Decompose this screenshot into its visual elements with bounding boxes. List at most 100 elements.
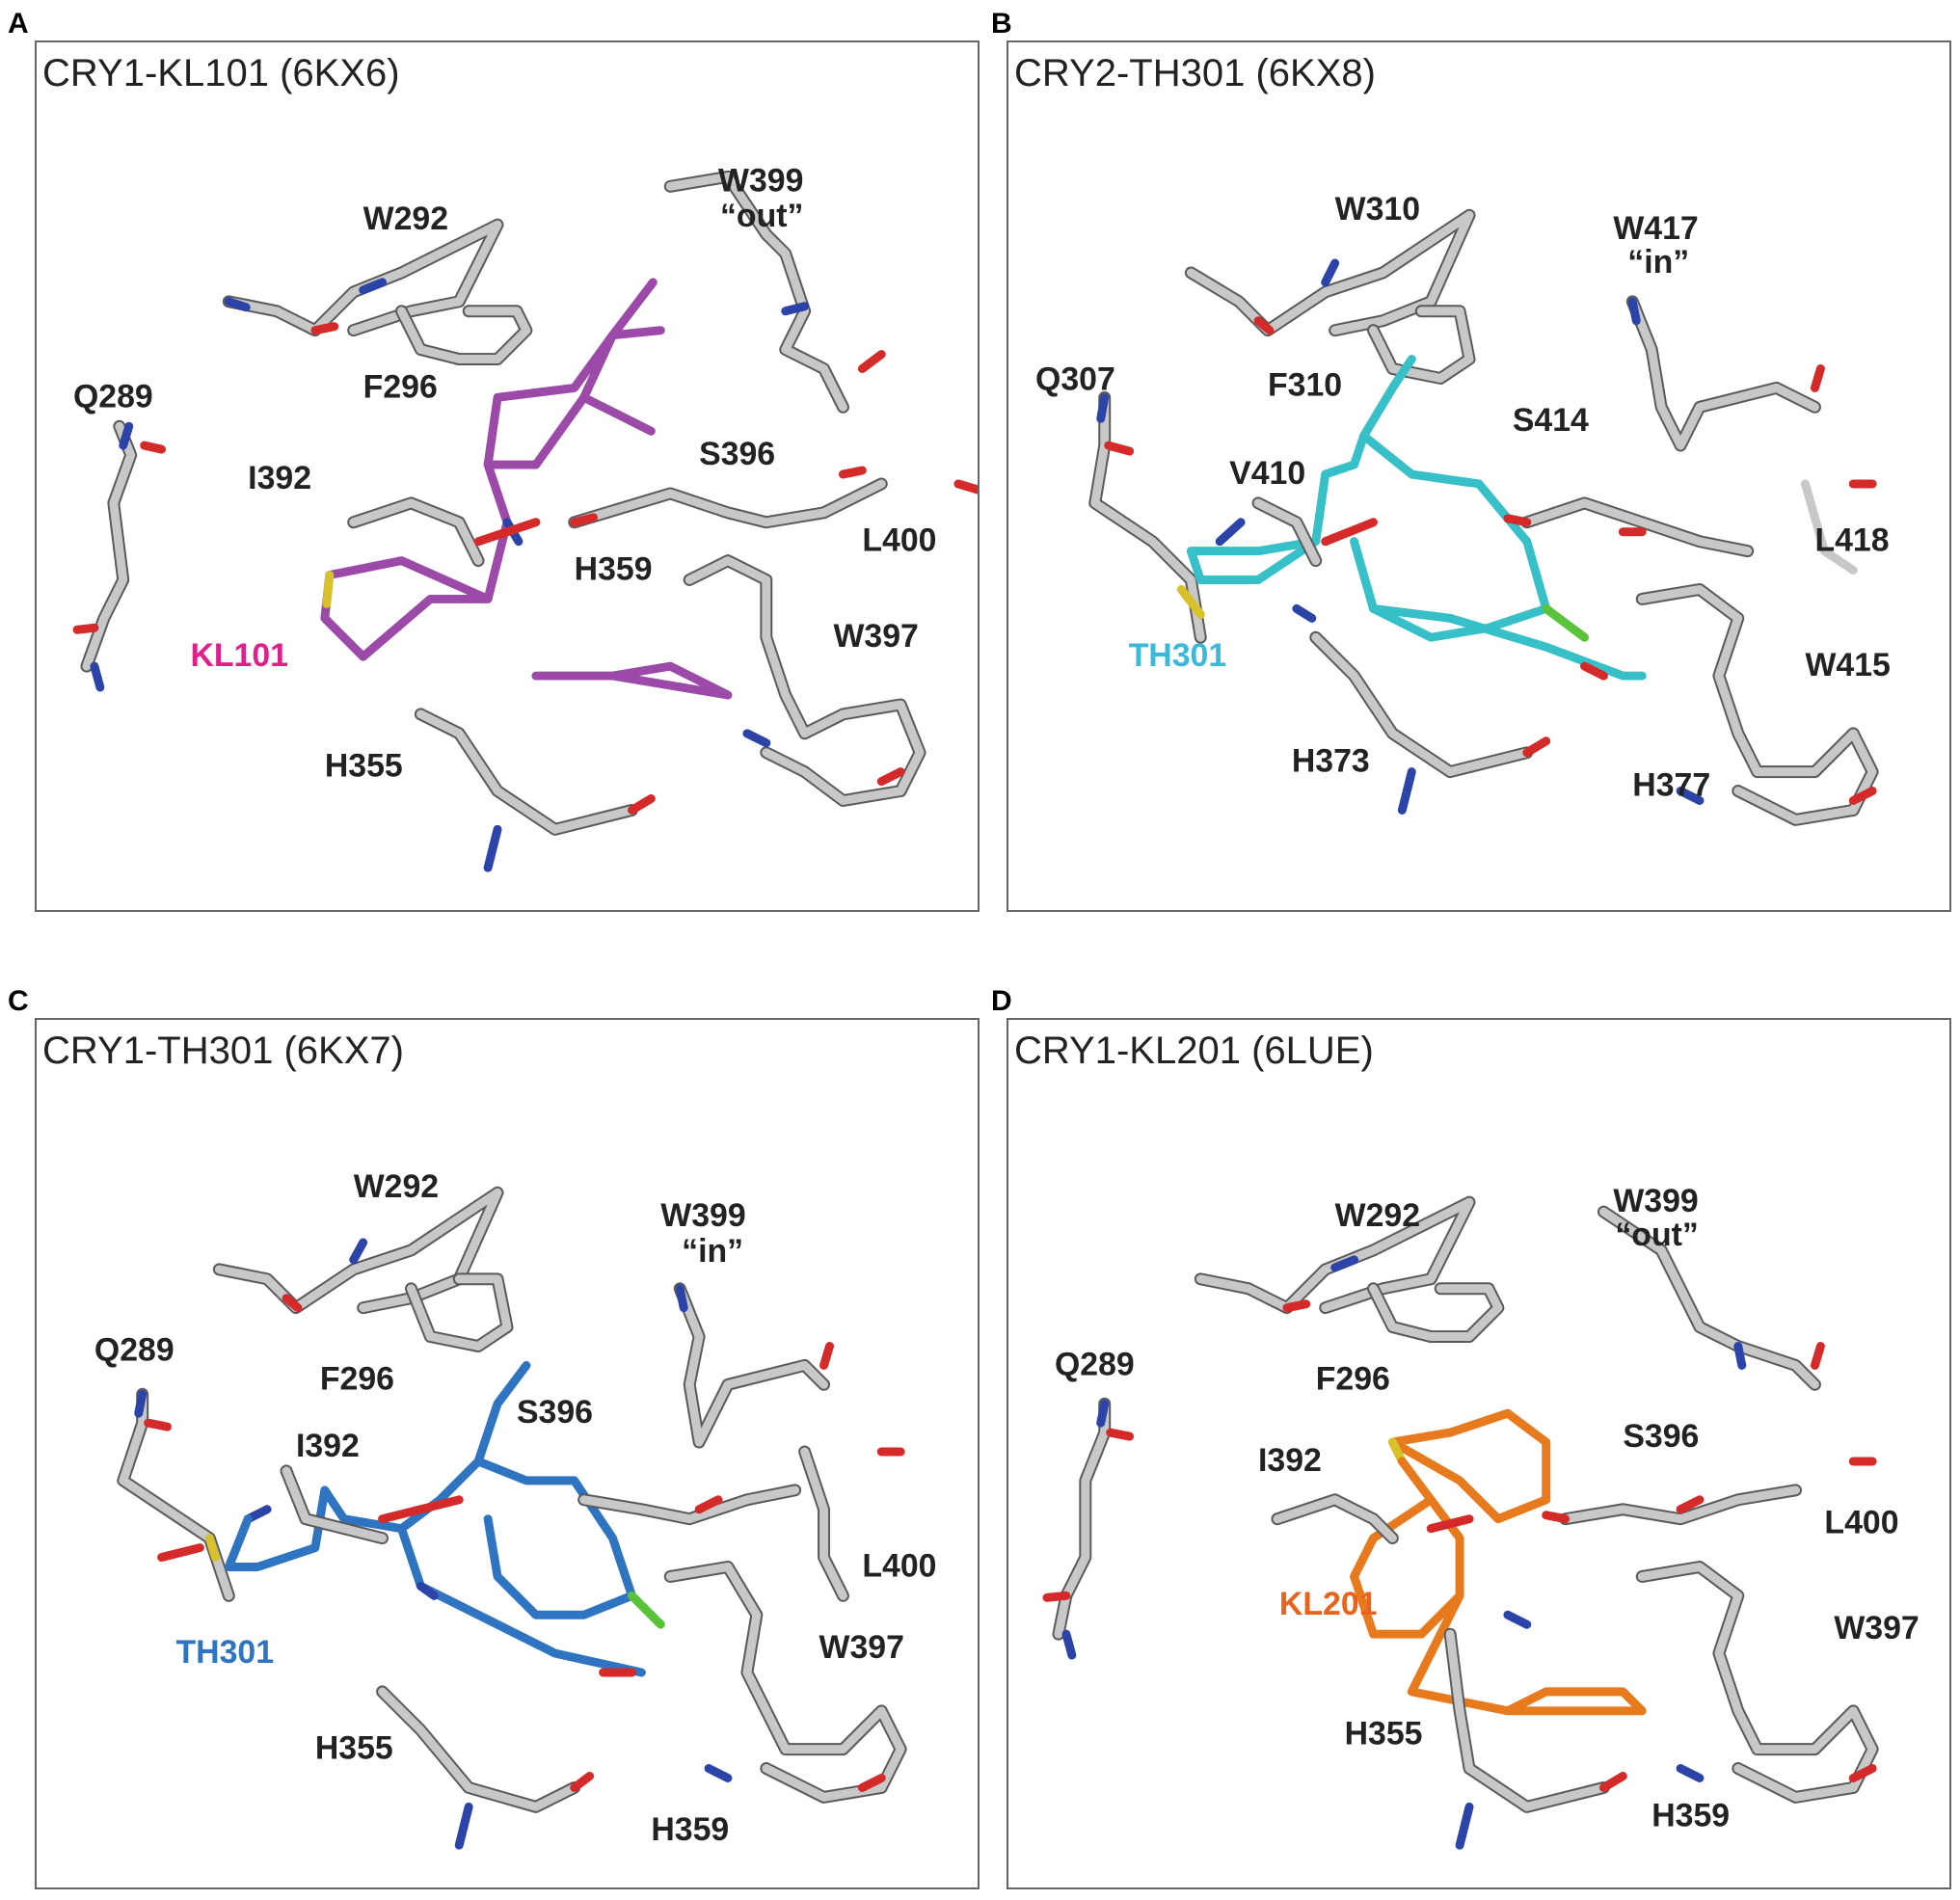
label-w417-state: “in”: [1627, 244, 1689, 281]
panel-a: CRY1-KL101 (6KX6): [35, 40, 980, 912]
residue-s396-sticks: [568, 466, 978, 529]
label-s396: S396: [699, 436, 775, 472]
label-l418: L418: [1814, 522, 1889, 559]
label-h355: H355: [325, 748, 403, 785]
label-i392: I392: [1258, 1442, 1322, 1479]
residue-q289-sticks: [72, 419, 167, 692]
residue-i392-sticks: [1271, 1493, 1474, 1545]
residue-h377-w415-sticks: [1635, 479, 1879, 826]
label-h355: H355: [315, 1730, 393, 1767]
panel-a-letter: A: [8, 8, 29, 40]
label-w399-state: “in”: [682, 1233, 743, 1270]
label-q289: Q289: [73, 378, 153, 415]
residue-v410-sticks: [1251, 496, 1378, 568]
panel-c: CRY1-TH301 (6KX7): [35, 1018, 980, 1889]
residue-h359-w397-sticks: [683, 554, 926, 807]
label-w399-state: “out”: [1615, 1217, 1698, 1253]
ligand-th301-b-sticks: [1186, 355, 1647, 681]
residue-h359-w397-sticks: [663, 1561, 907, 1804]
residue-w292-sticks: [222, 218, 504, 337]
panel-b-structure: W310 F310 Q307 V410 W417 “in” S414 L418 …: [1035, 191, 1891, 826]
residue-w292-sticks: [1194, 1195, 1476, 1315]
residue-h355-sticks: [1443, 1627, 1627, 1850]
label-w397: W397: [833, 618, 918, 655]
label-ligand-kl201: KL201: [1279, 1586, 1378, 1622]
panel-b-title: CRY2-TH301 (6KX8): [1014, 52, 1376, 94]
residue-s396-sticks: [1542, 1457, 1877, 1526]
label-f296: F296: [1316, 1360, 1390, 1397]
residue-l400-sticks: [798, 1445, 849, 1602]
label-ligand-kl101: KL101: [190, 637, 288, 674]
label-l400: L400: [862, 522, 936, 559]
residue-i392-sticks: [280, 1464, 464, 1545]
panel-a-structure: W292 F296 Q289 I392 W399 “out” S396 L400…: [72, 162, 978, 872]
ligand-kl101-sticks: [320, 278, 733, 700]
label-q289: Q289: [94, 1331, 175, 1368]
label-v410: V410: [1229, 455, 1305, 492]
label-w292: W292: [363, 201, 448, 237]
label-w397: W397: [819, 1629, 904, 1666]
residue-w292-sticks: [212, 1186, 504, 1315]
residue-w417-sticks: [1625, 295, 1825, 452]
residue-f296-sticks: [404, 1272, 514, 1352]
residue-h355-sticks: [414, 708, 656, 872]
residue-q307-sticks: [1088, 390, 1246, 644]
panel-d-letter: D: [991, 985, 1012, 1017]
residue-h359-w397-sticks: [1635, 1561, 1879, 1804]
residue-h355-sticks: [376, 1685, 595, 1850]
ligand-kl201-sticks: [1350, 1408, 1647, 1735]
label-q289: Q289: [1055, 1346, 1135, 1382]
label-ligand-th301-b: TH301: [1129, 637, 1227, 674]
label-w399: W399: [718, 162, 803, 199]
panel-c-structure: W292 F296 Q289 I392 W399 “in” S396 L400 …: [94, 1168, 936, 1850]
label-w310: W310: [1335, 191, 1420, 227]
panel-d-title: CRY1-KL201 (6LUE): [1014, 1030, 1374, 1072]
label-w292: W292: [1335, 1197, 1420, 1234]
label-w399: W399: [660, 1197, 745, 1234]
label-q307: Q307: [1035, 361, 1115, 397]
panel-c-title: CRY1-TH301 (6KX7): [42, 1030, 404, 1072]
label-i392: I392: [248, 460, 311, 496]
label-w399-state: “out”: [720, 198, 803, 234]
label-h355: H355: [1345, 1716, 1423, 1753]
label-ligand-th301-c: TH301: [176, 1634, 275, 1671]
residue-s414-sticks: [1503, 479, 1877, 558]
label-s396: S396: [517, 1394, 593, 1431]
panel-c-letter: C: [8, 985, 29, 1017]
residue-s396-sticks: [577, 1447, 905, 1526]
residue-w399-sticks: [673, 1282, 834, 1449]
ligand-th301-c-sticks: [224, 1360, 665, 1677]
residue-f310-sticks: [1367, 305, 1476, 385]
label-l400: L400: [1824, 1505, 1898, 1541]
label-s396: S396: [1623, 1418, 1699, 1455]
residue-w399-sticks: [1597, 1205, 1825, 1391]
panel-d-structure: W292 F296 Q289 I392 W399 “out” S396 L400…: [1042, 1183, 1920, 1850]
label-l400: L400: [862, 1547, 936, 1584]
label-h359: H359: [575, 551, 653, 588]
label-f310: F310: [1268, 366, 1342, 403]
residue-w310-sticks: [1184, 208, 1476, 337]
label-w397: W397: [1834, 1610, 1919, 1646]
label-f296: F296: [320, 1360, 394, 1397]
label-s414: S414: [1513, 402, 1589, 439]
panel-a-title: CRY1-KL101 (6KX6): [42, 52, 400, 94]
residue-w399-sticks: [663, 170, 886, 414]
residue-i392-sticks: [347, 496, 541, 568]
residue-f296-sticks: [1367, 1282, 1505, 1344]
label-w417: W417: [1613, 210, 1698, 247]
label-h373: H373: [1292, 743, 1370, 780]
panel-b-letter: B: [991, 8, 1012, 40]
residue-f296-sticks: [395, 305, 533, 366]
panel-b: CRY2-TH301 (6KX8): [1007, 40, 1951, 912]
residue-q289-sticks: [1042, 1397, 1135, 1660]
label-w292: W292: [354, 1168, 439, 1205]
label-h359: H359: [1651, 1797, 1730, 1833]
label-h377: H377: [1632, 767, 1710, 804]
label-w399: W399: [1613, 1183, 1698, 1219]
label-w415: W415: [1805, 647, 1890, 683]
label-f296: F296: [363, 368, 438, 405]
label-i392: I392: [296, 1428, 360, 1464]
label-h359: H359: [651, 1811, 729, 1848]
residue-h373-sticks: [1309, 630, 1551, 815]
